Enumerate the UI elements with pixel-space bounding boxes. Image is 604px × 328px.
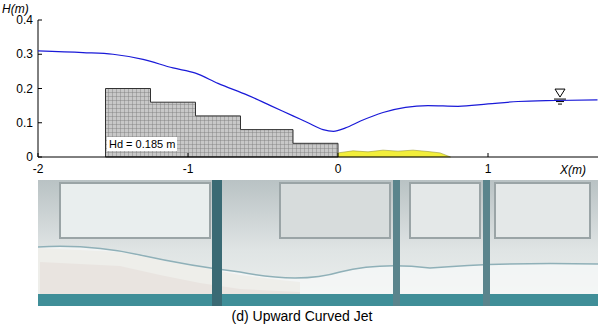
experiment-photo (38, 180, 598, 306)
y-tick (38, 54, 42, 55)
figure-caption: (d) Upward Curved Jet (232, 309, 373, 323)
tick-label: 0 (323, 162, 353, 176)
sediment-deposit (338, 150, 451, 157)
x-axis (38, 157, 598, 158)
tick-label: 0.1 (0, 116, 33, 130)
tick-label: 0.2 (0, 82, 33, 96)
tick-label: 0.3 (0, 47, 33, 61)
y-tick (38, 157, 42, 158)
water-level-symbol (554, 99, 566, 104)
x-tick (338, 153, 339, 157)
profile-plot (38, 20, 598, 157)
tick-label: -2 (23, 162, 53, 176)
x-tick (188, 153, 189, 157)
y-tick (38, 88, 42, 89)
stepped-weir (106, 89, 339, 158)
tick-label: 0.4 (0, 13, 33, 27)
y-tick (38, 20, 42, 21)
x-tick (488, 153, 489, 157)
x-tick (38, 153, 39, 157)
water-surface (38, 51, 598, 131)
weir-height-label: Hd = 0.185 m (107, 137, 177, 151)
axis-title: X(m) (560, 163, 600, 177)
water-level-symbol (555, 89, 565, 97)
tick-label: -1 (173, 162, 203, 176)
y-tick (38, 122, 42, 123)
tick-label: 1 (473, 162, 503, 176)
tick-label: 0 (0, 150, 33, 164)
